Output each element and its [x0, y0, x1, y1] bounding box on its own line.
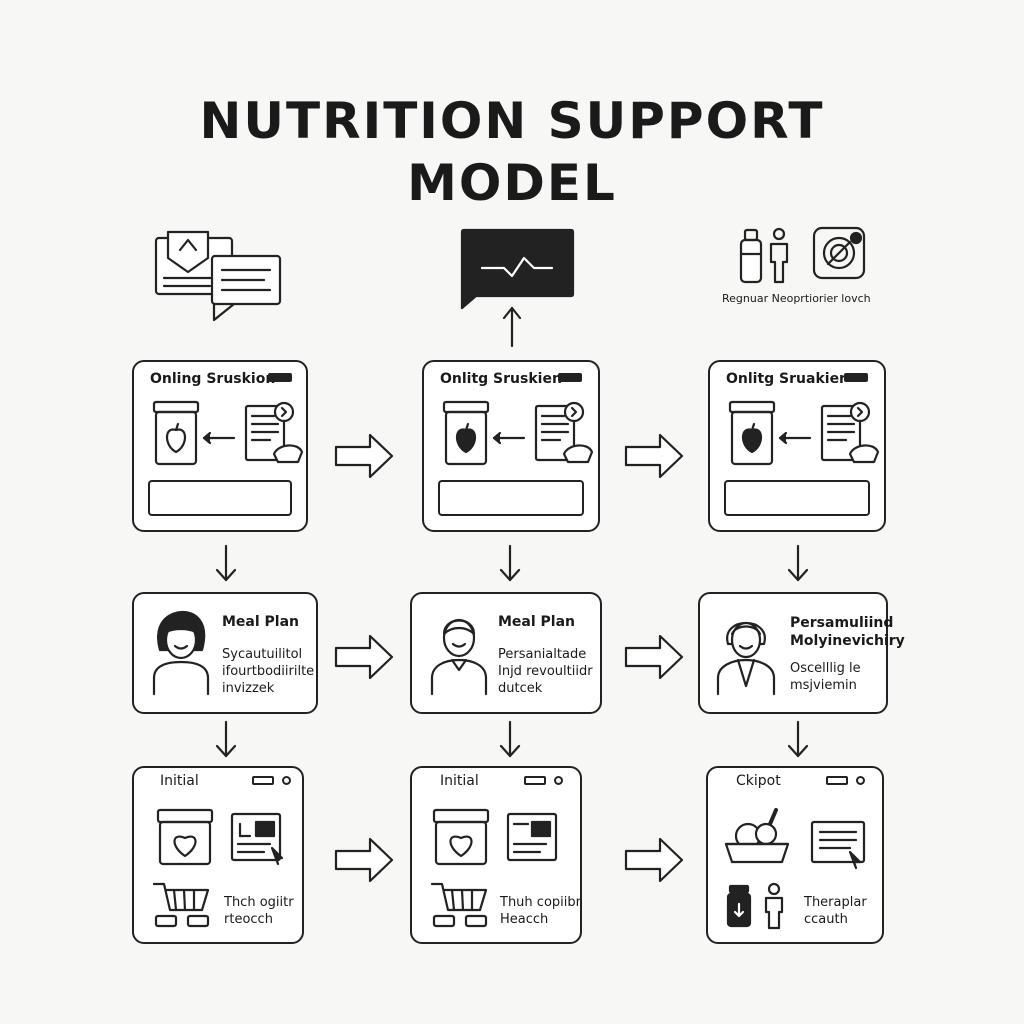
- documents-icon: [154, 230, 282, 322]
- hollow-arrow-right-icon: [334, 634, 394, 680]
- box-title: Onling Sruskion: [150, 371, 276, 387]
- hollow-arrow-right-icon: [334, 433, 394, 479]
- meal-plan-box-2: Meal Plan Persanialtade Injd revoultiidr…: [410, 592, 602, 714]
- arrow-up-icon: [502, 306, 522, 348]
- meal-plan-title: Meal Plan: [498, 614, 576, 630]
- monitor-chart-icon: [460, 228, 575, 310]
- text-strip: [438, 480, 584, 516]
- top-right-caption: Regnuar Neoprtiorier lovch: [722, 292, 871, 305]
- window-bar: [524, 776, 546, 785]
- initial-text: Thuh copiibr Heacch: [500, 895, 581, 927]
- checkout-text: Theraplar ccauth: [804, 895, 867, 927]
- screen-cursor-icon: [230, 812, 284, 866]
- shopping-cart-icon: [430, 882, 488, 928]
- window-title: Ckipot: [736, 773, 781, 789]
- arrow-down-icon: [787, 720, 809, 758]
- personalized-text: Oscelllig le msjviemin: [790, 661, 861, 693]
- online-session-box-3: Onlitg Sruakier: [708, 360, 886, 532]
- diagram-title-line1: NUTRITION SUPPORT: [199, 92, 825, 150]
- arrow-down-icon: [499, 544, 521, 582]
- box-title: Onlitg Sruakier: [726, 371, 846, 387]
- supplement-jar-icon: [726, 884, 752, 928]
- window-dot: [554, 776, 563, 785]
- plate-icon: [812, 226, 866, 280]
- initial-text: Thch ogiitr rteocch: [224, 895, 294, 927]
- report-icon: [244, 401, 304, 464]
- window-bar: [826, 776, 848, 785]
- apple-jar-icon: [728, 400, 776, 466]
- meal-plan-text: Persanialtade Injd revoultiidr dutcek: [498, 647, 593, 696]
- box-title: Onlitg Sruskien: [440, 371, 562, 387]
- woman-avatar-icon: [152, 610, 210, 696]
- document-cursor-icon: [810, 820, 866, 870]
- personalized-title: Persamuliind Molyinevichiry: [790, 615, 905, 649]
- arrow-left-icon: [202, 431, 236, 445]
- heart-box-icon: [432, 808, 490, 866]
- heart-box-icon: [156, 808, 214, 866]
- header-bar: [844, 373, 868, 382]
- window-title: Initial: [160, 773, 199, 789]
- header-bar: [268, 373, 292, 382]
- person-icon: [764, 882, 784, 930]
- report-icon: [820, 401, 880, 464]
- man-avatar-icon: [430, 618, 488, 696]
- online-session-box-1: Onling Sruskion: [132, 360, 308, 532]
- window-title: Initial: [440, 773, 479, 789]
- window-bar: [252, 776, 274, 785]
- dietitian-avatar-icon: [716, 621, 776, 696]
- window-dot: [856, 776, 865, 785]
- screen-icon: [506, 812, 558, 862]
- diagram-title-line2: MODEL: [407, 154, 617, 212]
- arrow-left-icon: [778, 431, 812, 445]
- arrow-left-icon: [492, 431, 526, 445]
- apple-jar-icon: [442, 400, 490, 466]
- hollow-arrow-right-icon: [624, 634, 684, 680]
- initial-box-2: Initial Thuh copiibr Heacch: [410, 766, 582, 944]
- meal-plan-title: Meal Plan: [222, 614, 300, 630]
- meal-plan-box-1: Meal Plan Sycautuilitol ifourtbodiirilte…: [132, 592, 318, 714]
- header-bar: [558, 373, 582, 382]
- text-strip: [724, 480, 870, 516]
- checkout-box-3: Ckipot Theraplar ccauth: [706, 766, 884, 944]
- arrow-down-icon: [215, 544, 237, 582]
- window-dot: [282, 776, 291, 785]
- report-icon: [534, 401, 594, 464]
- text-strip: [148, 480, 292, 516]
- apple-jar-icon: [152, 400, 200, 466]
- shopping-cart-icon: [152, 882, 210, 928]
- arrow-down-icon: [215, 720, 237, 758]
- online-session-box-2: Onlitg Sruskien: [422, 360, 600, 532]
- hollow-arrow-right-icon: [334, 837, 394, 883]
- food-basket-icon: [724, 808, 790, 864]
- arrow-down-icon: [499, 720, 521, 758]
- hollow-arrow-right-icon: [624, 433, 684, 479]
- arrow-down-icon: [787, 544, 809, 582]
- initial-box-1: Initial Thch ogiitr rteocch: [132, 766, 304, 944]
- supplement-person-icon: [739, 227, 789, 284]
- meal-plan-text: Sycautuilitol ifourtbodiirilte invizzek: [222, 647, 315, 696]
- hollow-arrow-right-icon: [624, 837, 684, 883]
- personalized-box-3: Persamuliind Molyinevichiry Oscelllig le…: [698, 592, 905, 714]
